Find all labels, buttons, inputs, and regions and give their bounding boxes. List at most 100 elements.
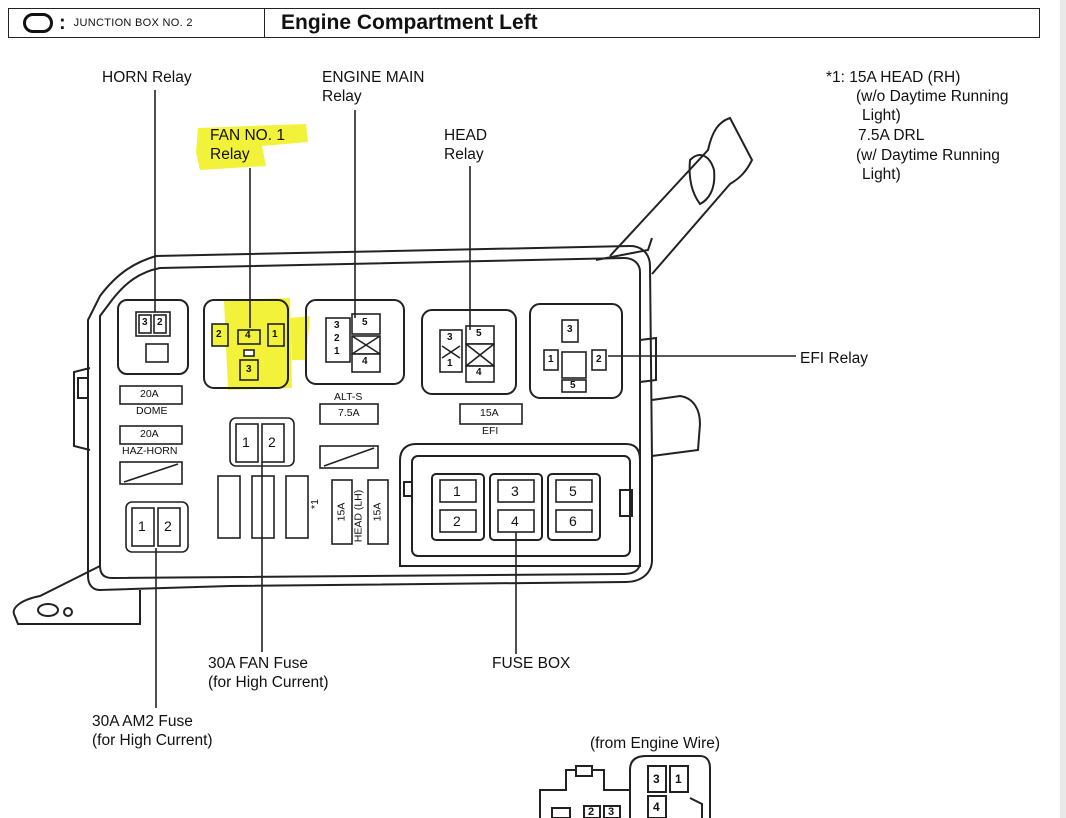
am2-fuse-pin-1-label: 1 — [138, 518, 146, 534]
alts-amp: 7.5A — [338, 407, 360, 419]
hazhorn-fuse — [119, 425, 183, 445]
hazhorn-amp: 20A — [140, 428, 159, 440]
conn-pin-3 — [647, 765, 667, 793]
conn-pin-2 — [583, 805, 601, 818]
star1-label: *1 — [308, 499, 321, 509]
fuse-box-2 — [439, 509, 477, 533]
efi-pin-1-label: 1 — [548, 354, 554, 365]
label-fan-relay-2: Relay — [210, 146, 250, 163]
alts-name: ALT-S — [334, 391, 363, 403]
label-efi-relay: EFI Relay — [800, 350, 869, 367]
note-line-1: *1: 15A HEAD (RH) — [826, 69, 961, 86]
head-pin-4-label: 4 — [476, 367, 482, 378]
fuse-box-frame — [399, 443, 641, 567]
label-am2-fuse-2: (for High Current) — [92, 732, 213, 749]
fuse-slots — [119, 385, 523, 553]
head-pin-3-label: 3 — [447, 332, 453, 343]
efi-pin-2 — [591, 349, 607, 371]
fan-fuse-pin-2 — [261, 423, 285, 463]
foot-hole — [37, 603, 59, 617]
fan-pin-mid — [243, 349, 255, 357]
right-clip — [639, 336, 657, 383]
efi-pin-3-label: 3 — [567, 324, 573, 335]
em-pin-2-label: 2 — [334, 333, 340, 344]
efi-fuse — [459, 403, 523, 425]
conn-latch — [575, 765, 593, 777]
label-engine-main-1: ENGINE MAIN — [322, 69, 425, 86]
bracket-slot — [688, 154, 716, 206]
fuse-box-clip-right — [619, 489, 633, 517]
conn-pin-4 — [647, 795, 667, 818]
junction-box-label: JUNCTION BOX NO. 2 — [73, 17, 193, 29]
slot-a — [217, 475, 241, 539]
horn-pin-2-label: 2 — [157, 317, 163, 328]
oval-icon — [23, 13, 53, 33]
efi-pin-3 — [561, 319, 579, 343]
dome-name: DOME — [136, 405, 168, 417]
conn-pin-2-label: 2 — [588, 806, 595, 818]
slot-c — [285, 475, 309, 539]
efi-name: EFI — [482, 425, 499, 437]
unused-fuse-1-slash — [123, 463, 179, 483]
engine-wire-connector — [539, 755, 711, 818]
left-tab — [73, 367, 91, 451]
fuse-box-cells — [439, 479, 593, 533]
efi-pin-2-label: 2 — [596, 354, 602, 365]
headlh-amp: 15A — [371, 502, 384, 522]
label-engine-main-2: Relay — [322, 88, 362, 105]
relay-sockets — [117, 299, 623, 399]
label-from-engine-wire: (from Engine Wire) — [590, 735, 721, 752]
em-pin-4-label: 4 — [362, 356, 368, 367]
leader-lines — [154, 90, 796, 708]
label-am2-fuse-1: 30A AM2 Fuse — [92, 713, 193, 730]
conn-pin-3b-label: 3 — [608, 806, 615, 818]
bracket-rib — [595, 237, 653, 261]
fuse-box-1 — [439, 479, 477, 503]
relay-pins — [135, 311, 607, 393]
fan-fuse-pin-1 — [235, 423, 259, 463]
highlight-fan-label — [196, 124, 308, 170]
fuse-box-inner — [411, 455, 631, 557]
headlh-name: HEAD (LH) — [352, 489, 365, 543]
star1-fuse — [331, 479, 353, 545]
em-pin-3-label: 3 — [334, 320, 340, 331]
fuse-box-1-label: 1 — [453, 483, 461, 499]
am2-fuse-pin-1 — [131, 507, 155, 547]
fan-pin-1-label: 1 — [272, 329, 278, 340]
fan-relay-socket — [203, 299, 289, 389]
note-line-3: Light) — [862, 107, 901, 124]
head-small-cross — [441, 345, 461, 359]
head-pin-stack — [439, 329, 463, 373]
fan-pin-4-label: 4 — [245, 330, 251, 341]
header-bar: : JUNCTION BOX NO. 2 Engine Compartment … — [8, 8, 1040, 38]
fuse-box-clip-left — [403, 481, 413, 497]
em-pin-1-label: 1 — [334, 346, 340, 357]
fuse-box-group — [399, 443, 641, 567]
am2-fuse-pin-2 — [157, 507, 181, 547]
note-line-2: (w/o Daytime Running — [856, 88, 1009, 105]
label-head-relay-2: Relay — [444, 146, 484, 163]
label-fan-relay-1: FAN NO. 1 — [210, 127, 285, 144]
fan-pin-4 — [237, 329, 261, 345]
horn-pin-2 — [153, 314, 167, 334]
efi-amp: 15A — [480, 407, 499, 419]
fan-pin-1 — [267, 323, 285, 347]
slot-b — [251, 475, 275, 539]
am2-fuse-pin-2-label: 2 — [164, 518, 172, 534]
foot-bolt — [63, 607, 73, 617]
spare-fuse-slash — [323, 447, 375, 467]
em-pin-stack — [325, 317, 351, 363]
label-fan-fuse-1: 30A FAN Fuse — [208, 655, 308, 672]
efi-pin-1 — [543, 349, 559, 371]
fan-fuse-pin-2-label: 2 — [268, 434, 276, 450]
note-line-6: Light) — [862, 166, 901, 183]
fan-pin-2 — [211, 323, 229, 347]
note-line-5: (w/ Daytime Running — [856, 147, 1000, 164]
head-pin-5-label: 5 — [476, 328, 482, 339]
em-cross — [351, 335, 381, 355]
head-cross — [465, 343, 495, 367]
head-pin-1-label: 1 — [447, 358, 453, 369]
fan-pin-3-label: 3 — [246, 364, 252, 375]
